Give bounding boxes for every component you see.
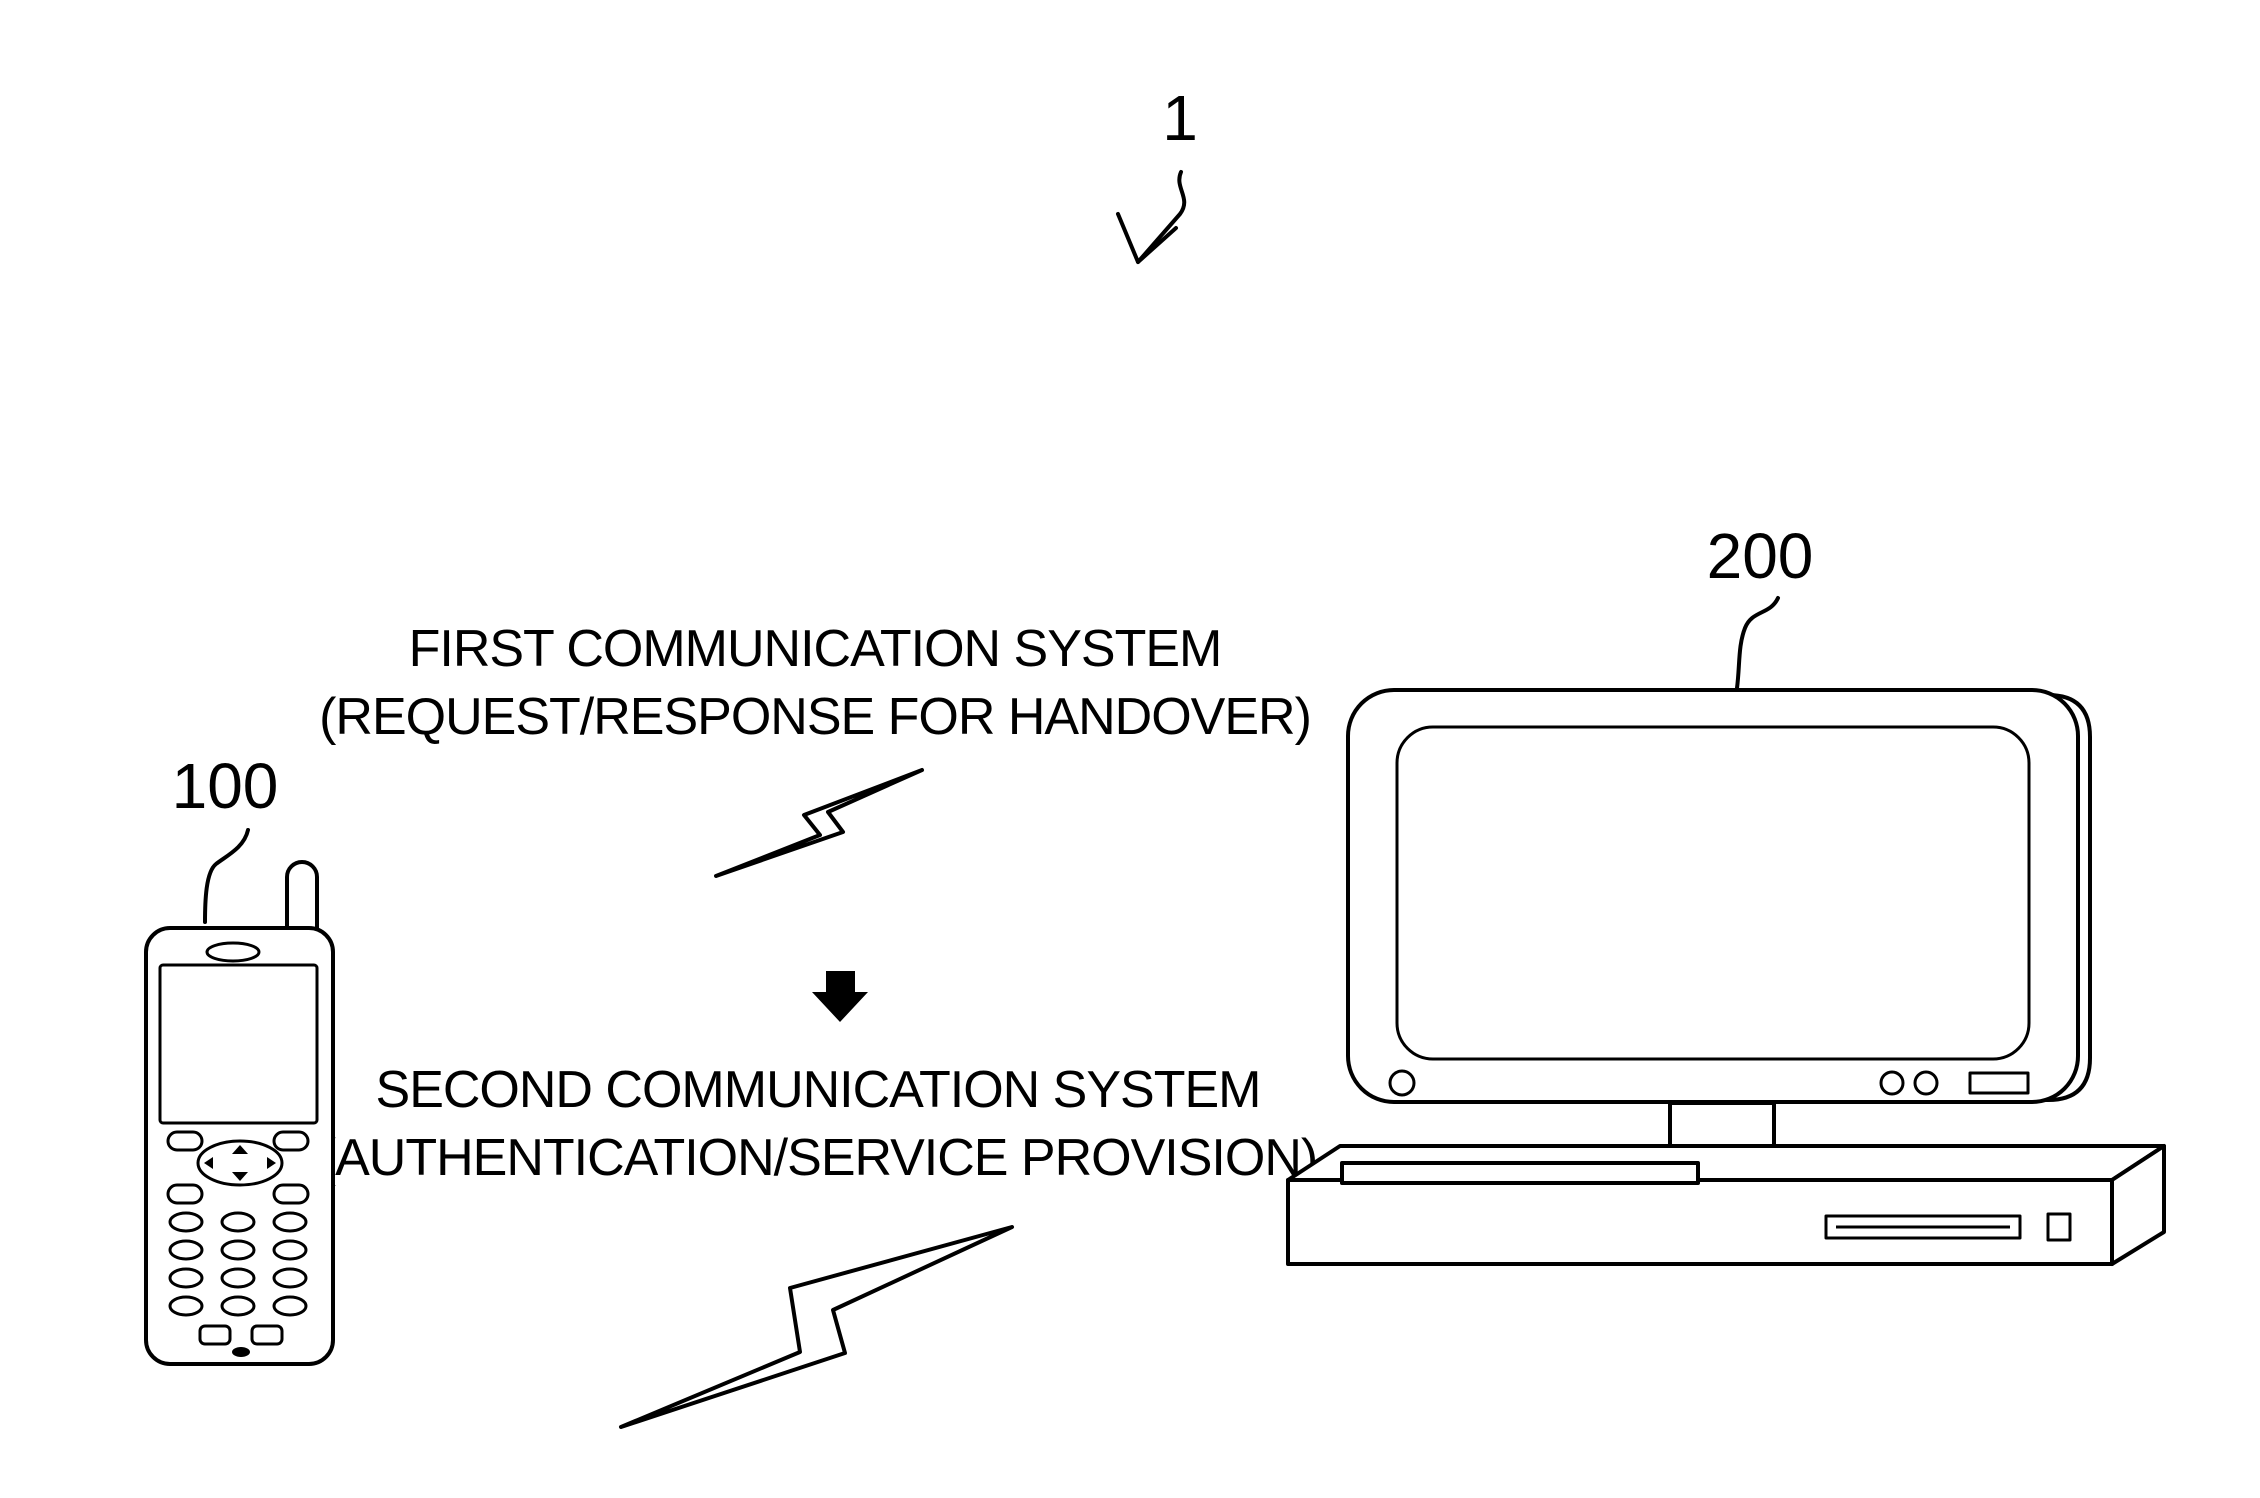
second-system-note: (AUTHENTICATION/SERVICE PROVISION) [319, 1129, 1317, 1187]
base-unit-front [1288, 1180, 2112, 1264]
transition-arrow-icon [812, 971, 868, 1022]
first-wireless-link-icon [716, 770, 922, 876]
display-device-icon [1288, 690, 2164, 1264]
monitor-frame [1348, 690, 2078, 1102]
device-leader-line [1737, 598, 1778, 688]
second-system-title: SECOND COMMUNICATION SYSTEM [376, 1061, 1261, 1119]
mobile-terminal-icon [146, 862, 333, 1364]
system-reference-label: 1 [1162, 82, 1198, 154]
phone-microphone [232, 1347, 250, 1357]
first-system-title: FIRST COMMUNICATION SYSTEM [409, 620, 1222, 678]
second-wireless-link-icon [621, 1227, 1012, 1427]
terminal-leader-line [205, 830, 248, 922]
system-pointer-arrow [1118, 172, 1184, 262]
first-system-note: (REQUEST/RESPONSE FOR HANDOVER) [319, 688, 1311, 746]
device-reference-label: 200 [1707, 520, 1814, 592]
terminal-reference-label: 100 [172, 750, 279, 822]
